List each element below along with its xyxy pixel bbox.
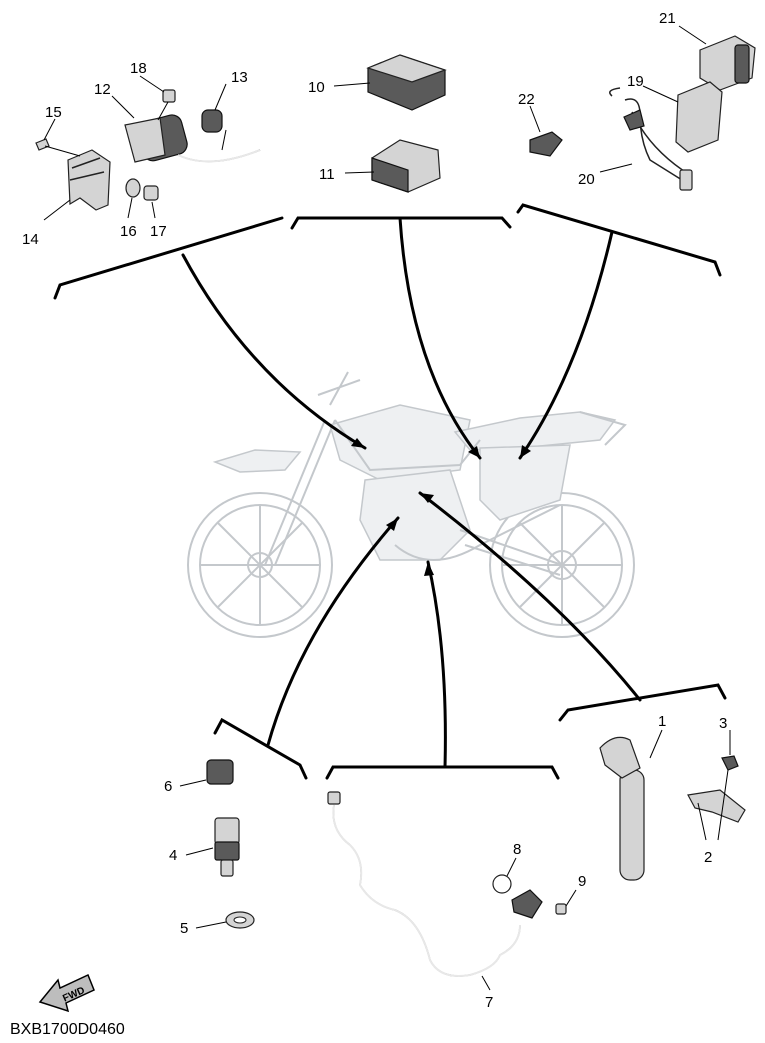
ecu-group bbox=[366, 54, 447, 193]
callout-21: 21 bbox=[659, 10, 676, 27]
sensor-group bbox=[206, 759, 255, 929]
callout-3: 3 bbox=[719, 715, 727, 732]
callout-17: 17 bbox=[150, 223, 167, 240]
callout-7: 7 bbox=[485, 994, 493, 1011]
ignition-coil-group bbox=[35, 89, 261, 211]
callout-1: 1 bbox=[658, 713, 666, 730]
callout-14: 14 bbox=[22, 231, 39, 248]
callout-13: 13 bbox=[231, 69, 248, 86]
callout-2: 2 bbox=[704, 849, 712, 866]
callout-22: 22 bbox=[518, 91, 535, 108]
callout-19: 19 bbox=[627, 73, 644, 90]
regulator-group bbox=[529, 35, 756, 191]
callout-6: 6 bbox=[164, 778, 172, 795]
callout-5: 5 bbox=[180, 920, 188, 937]
fwd-arrow-icon: FWD bbox=[38, 973, 95, 1013]
callout-12: 12 bbox=[94, 81, 111, 98]
throttle-grip-group bbox=[599, 736, 746, 881]
callout-16: 16 bbox=[120, 223, 137, 240]
motorcycle-illustration bbox=[187, 371, 635, 638]
callout-15: 15 bbox=[45, 104, 62, 121]
wire-harness-group bbox=[327, 791, 567, 977]
callout-leaders bbox=[43, 25, 731, 991]
group-brackets bbox=[53, 203, 727, 780]
callout-9: 9 bbox=[578, 873, 586, 890]
diagram-code: BXB1700D0460 bbox=[10, 1021, 125, 1038]
callout-10: 10 bbox=[308, 79, 325, 96]
callout-8: 8 bbox=[513, 841, 521, 858]
callout-11: 11 bbox=[319, 166, 335, 183]
callout-4: 4 bbox=[169, 847, 177, 864]
callout-20: 20 bbox=[578, 171, 595, 188]
callout-18: 18 bbox=[130, 60, 147, 77]
callout-labels: 1 2 3 4 5 6 7 8 9 10 11 12 13 14 15 16 1… bbox=[22, 10, 727, 1011]
